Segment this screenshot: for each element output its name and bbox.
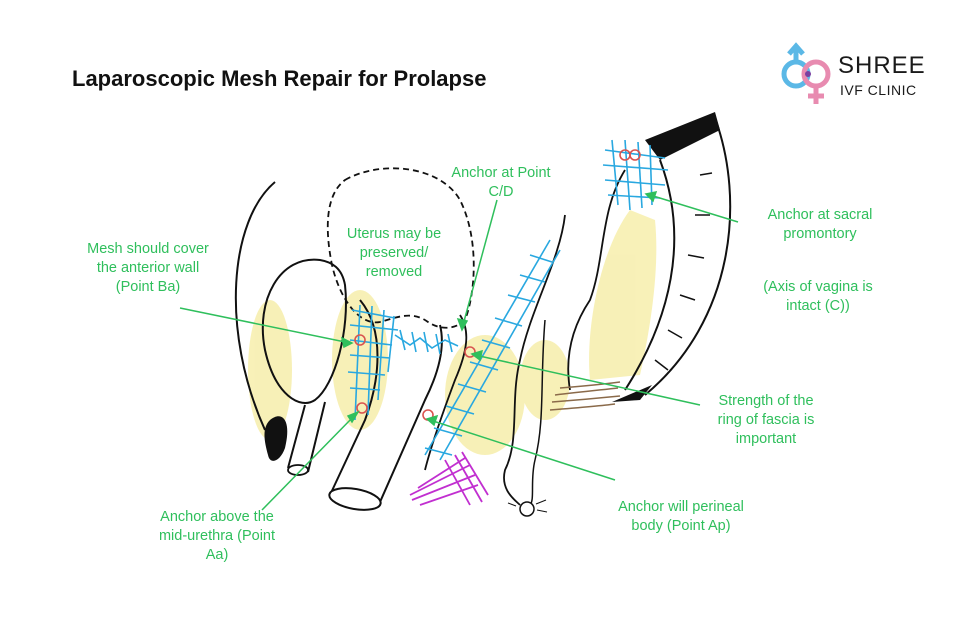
- label-anterior-wall: Mesh should cover the anterior wall (Poi…: [87, 241, 209, 295]
- mesh-vault: [394, 329, 459, 355]
- perineal-muscle: [409, 451, 489, 506]
- leader-lines: [179, 191, 739, 511]
- label-fascia: Strength of the ring of fascia is import…: [717, 393, 815, 447]
- page-title: Laparoscopic Mesh Repair for Prolapse: [72, 66, 487, 91]
- logo-subtitle: IVF CLINIC: [840, 82, 917, 98]
- label-sacral: Anchor at sacral promontory: [767, 207, 873, 242]
- label-axis: (Axis of vagina is intact (C)): [763, 279, 873, 314]
- label-uterus: Uterus may be preserved/ removed: [346, 226, 442, 280]
- male-female-symbols-icon: [781, 42, 831, 104]
- clinic-logo: SHREE IVF CLINIC: [776, 42, 976, 108]
- label-mid-urethra: Anchor above the mid-urethra (Point Aa): [158, 509, 276, 563]
- pubic-bone: [264, 416, 288, 461]
- tissue-shading: [248, 210, 657, 455]
- sacrum-cap: [645, 112, 720, 160]
- label-perineal: Anchor will perineal body (Point Ap): [618, 499, 744, 534]
- sutures: [354, 149, 641, 421]
- uterus-outline: [326, 167, 475, 329]
- mesh-posterior: [424, 239, 561, 461]
- fascia-strands: [549, 381, 621, 411]
- logo-name: SHREE: [838, 52, 926, 79]
- sacrum-ticks: [654, 172, 713, 371]
- mesh-anterior: [347, 304, 399, 421]
- label-point-cd: Anchor at Point C/D: [451, 165, 551, 200]
